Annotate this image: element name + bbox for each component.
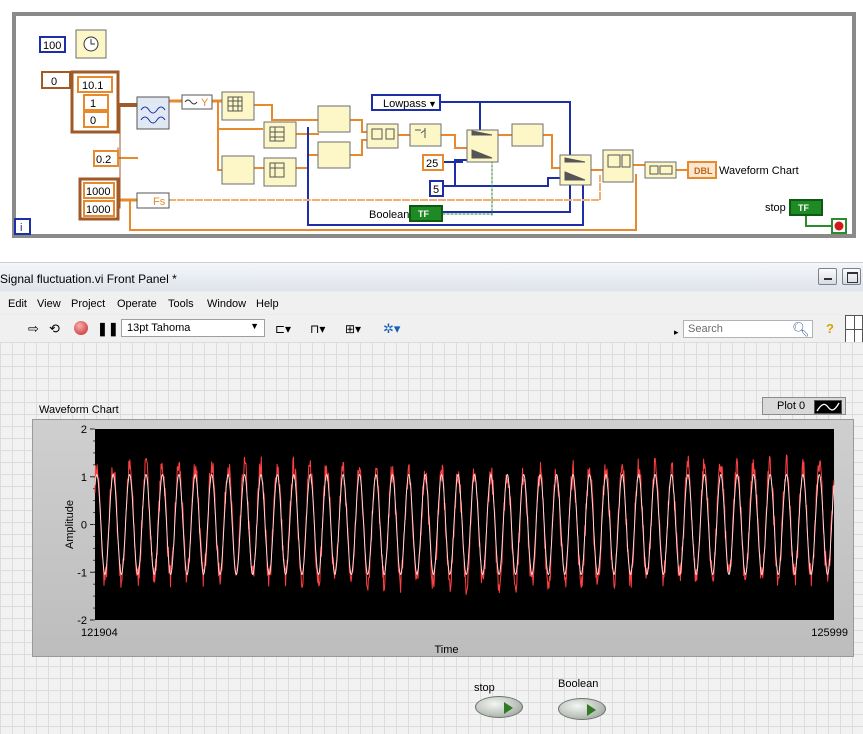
svg-text:5: 5 — [433, 184, 439, 196]
series-line-filtered — [94, 473, 835, 576]
ring-arrow-icon: ▼ — [428, 99, 437, 109]
chevron-down-icon: ▼ — [250, 321, 259, 331]
array-node-9[interactable] — [511, 123, 544, 147]
menu-edit[interactable]: Edit — [8, 298, 27, 310]
maximize-button[interactable] — [842, 268, 861, 285]
stop-terminal[interactable] — [789, 199, 823, 216]
svg-text:DBL: DBL — [694, 166, 713, 176]
y-tick-label: 2 — [81, 424, 87, 436]
y-axis-label: Amplitude — [64, 500, 76, 549]
help-button[interactable]: ? — [826, 321, 834, 336]
svg-text:25: 25 — [426, 158, 438, 170]
maximize-icon — [847, 272, 858, 283]
chart-label: Waveform Chart — [39, 404, 119, 416]
stop-button-label: stop — [474, 682, 495, 694]
abort-icon[interactable] — [74, 321, 88, 335]
svg-text:0: 0 — [51, 76, 57, 88]
align-objects-icon[interactable]: ⊏▾ — [275, 322, 292, 336]
noise-constant[interactable] — [93, 150, 119, 167]
menu-help[interactable]: Help — [256, 298, 279, 310]
svg-text:10.1: 10.1 — [82, 80, 103, 92]
fs-label: Fs — [153, 196, 166, 208]
play-triangle-icon — [587, 704, 596, 716]
filter-type-ring[interactable] — [371, 94, 441, 111]
loop-iteration-terminal — [14, 218, 31, 235]
menu-bar: Edit View Project Operate Tools Window H… — [0, 292, 863, 314]
stop-sign-icon — [834, 221, 844, 231]
plot-line-icon — [814, 400, 842, 414]
chart-terminal-label: Waveform Chart — [719, 165, 799, 177]
svg-text:1000: 1000 — [86, 204, 110, 216]
array-node-4[interactable] — [263, 157, 297, 187]
distribute-objects-icon[interactable]: ⊓▾ — [310, 322, 326, 336]
svg-text:1000: 1000 — [86, 186, 110, 198]
splitter-arrow-icon: ▸ — [674, 327, 679, 337]
array-node-2[interactable] — [221, 155, 255, 185]
block-diagram: i 100 0 10.1 — [0, 0, 863, 252]
cutoff-constant[interactable] — [422, 154, 444, 171]
order-constant[interactable] — [429, 180, 444, 197]
plot-area[interactable] — [95, 429, 834, 620]
connector-pane-icon[interactable] — [845, 315, 863, 343]
array-node-3[interactable] — [263, 121, 297, 149]
boolean-button[interactable] — [558, 698, 606, 720]
window-title: Signal fluctuation.vi Front Panel * — [0, 272, 177, 286]
play-triangle-icon — [504, 702, 513, 714]
x-axis-label: Time — [435, 644, 459, 656]
stop-button[interactable] — [475, 696, 523, 718]
search-icon[interactable]: 🔍︎ — [792, 321, 810, 337]
menu-view[interactable]: View — [37, 298, 61, 310]
stop-terminal-label: stop — [765, 202, 786, 214]
offset-constant[interactable] — [41, 71, 71, 89]
pause-icon[interactable]: ❚❚ — [97, 321, 119, 336]
toolbar: ⇨ ⟲ ❚❚ 13pt Tahoma ▼ ⊏▾ ⊓▾ ⊞▾ ✲▾ ▸ Searc… — [0, 315, 863, 344]
x-tick-label-start: 121904 — [81, 627, 118, 639]
resize-objects-icon[interactable]: ⊞▾ — [345, 322, 362, 336]
svg-text:100: 100 — [43, 40, 61, 52]
fs-unbundle-node[interactable] — [136, 192, 170, 209]
x-tick-label-end: 125999 — [811, 627, 848, 639]
loop-index-label: i — [20, 222, 22, 234]
y-tick-label: -2 — [77, 615, 87, 627]
y-tick-label: -1 — [77, 567, 87, 579]
svg-text:1: 1 — [90, 98, 96, 110]
menu-operate[interactable]: Operate — [117, 298, 157, 310]
y-tick-label: 1 — [81, 472, 87, 484]
minimize-button[interactable] — [818, 268, 837, 285]
svg-text:0: 0 — [90, 115, 96, 127]
menu-window[interactable]: Window — [207, 298, 247, 310]
minimize-icon — [824, 278, 832, 280]
array-node-5[interactable] — [317, 105, 351, 133]
title-bar[interactable]: Signal fluctuation.vi Front Panel * — [0, 262, 863, 291]
run-arrow-icon[interactable]: ⇨ — [28, 321, 39, 336]
menu-tools[interactable]: Tools — [168, 298, 194, 310]
while-loop-frame[interactable] — [12, 12, 856, 238]
search-input[interactable]: Search — [683, 320, 813, 338]
y-label: Y — [201, 97, 209, 109]
reorder-icon[interactable]: ✲▾ — [383, 321, 401, 336]
boolean-terminal[interactable] — [409, 205, 443, 222]
plot-legend[interactable]: Plot 0 — [762, 397, 846, 415]
svg-text:TF: TF — [798, 203, 809, 213]
boolean-button-label: Boolean — [558, 678, 599, 690]
boolean-terminal-label: Boolean — [369, 209, 409, 221]
svg-text:Lowpass: Lowpass — [383, 98, 427, 110]
font-select[interactable]: 13pt Tahoma ▼ — [121, 319, 265, 337]
wait-ms-constant[interactable] — [39, 36, 66, 53]
svg-text:0.2: 0.2 — [96, 154, 111, 166]
run-continuously-icon[interactable]: ⟲ — [49, 321, 60, 336]
array-node-6[interactable] — [317, 141, 351, 169]
svg-text:TF: TF — [418, 209, 429, 219]
chart-terminal[interactable] — [687, 161, 717, 179]
y-tick-label: 0 — [81, 520, 87, 532]
menu-project[interactable]: Project — [71, 298, 106, 310]
